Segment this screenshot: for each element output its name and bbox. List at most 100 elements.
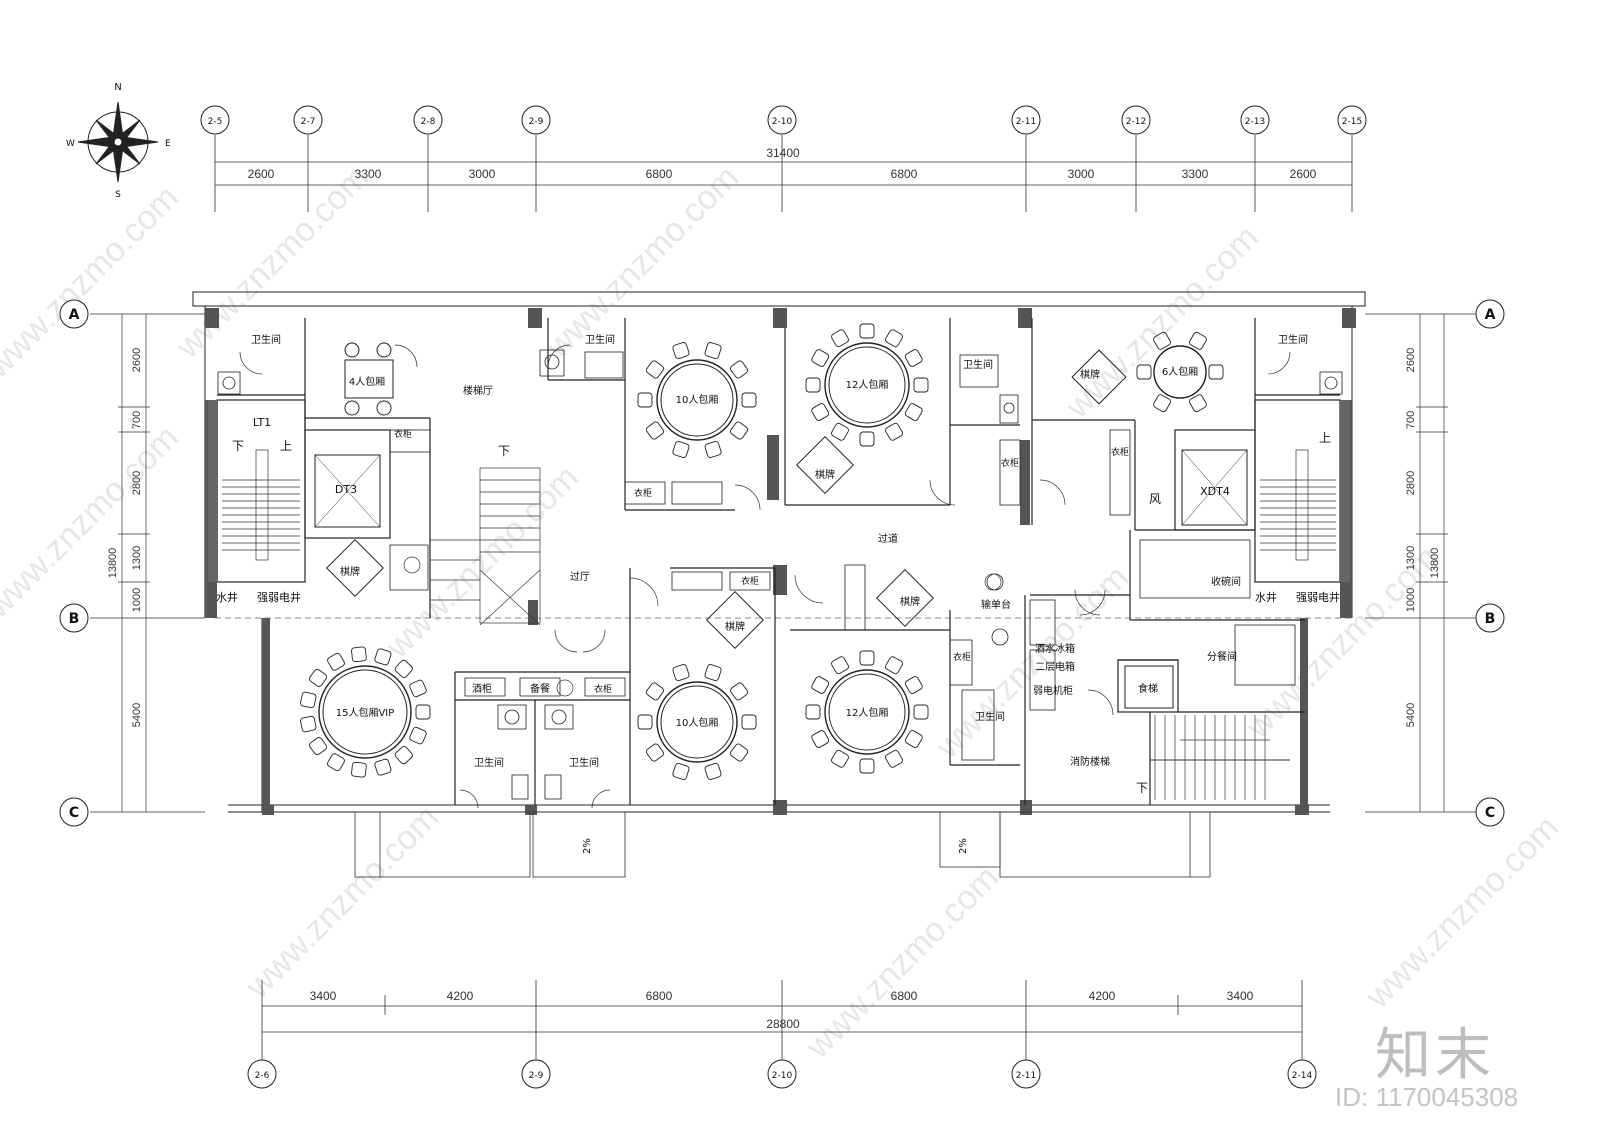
chair (1153, 394, 1171, 413)
chair (730, 360, 749, 379)
fixture-label-wine-cabinet: 酒柜 (472, 682, 492, 695)
chair (394, 746, 413, 765)
compass-n-label: N (114, 82, 121, 93)
axis-label: 2-11 (1016, 117, 1036, 127)
chair (885, 422, 903, 441)
chair (811, 349, 830, 367)
slope-label: 2% (958, 838, 969, 854)
row-axis-label: B (1485, 611, 1496, 627)
dimension-value: 3300 (1182, 167, 1209, 181)
bottom-axis-bubbles (247, 1059, 1317, 1089)
axis-label: 2-13 (1245, 117, 1265, 127)
row-axis-label: C (1485, 805, 1495, 821)
dimension-value: 6800 (891, 989, 918, 1003)
chair (1153, 331, 1171, 350)
dimension-value: 2600 (1290, 167, 1317, 181)
left-dimension: 1000 (131, 588, 143, 612)
chair (904, 349, 923, 367)
watermark: www.znzmo.com (0, 178, 186, 386)
dimension-value: 3400 (310, 989, 337, 1003)
chair (741, 714, 757, 730)
chair (351, 646, 367, 663)
area-label-order-desk: 输单台 (981, 598, 1011, 611)
left-dimension: 5400 (131, 703, 143, 727)
right-dimension: 2800 (1405, 471, 1417, 495)
chair (409, 726, 427, 745)
room-label-12-person: 12人包厢 (846, 378, 889, 391)
room-label-wc: 卫生间 (975, 710, 1005, 723)
chair (645, 421, 664, 440)
watermark: www.znzmo.com (378, 458, 586, 666)
chair (672, 762, 690, 780)
dimension-value: 4200 (1089, 989, 1116, 1003)
axis-label: 2-10 (772, 117, 793, 127)
chair (704, 342, 722, 360)
table-10-north (656, 359, 738, 441)
top-dimension-lines (214, 135, 1353, 212)
shaft-label-water: 水井 (216, 590, 238, 604)
axis-label: 2-15 (1342, 117, 1362, 127)
stair-label-down: 下 (232, 439, 244, 453)
dimension-value: 3000 (469, 167, 496, 181)
right-dimension: 700 (1405, 411, 1417, 429)
room-label-wc: 卫生间 (251, 333, 281, 346)
shaft-label-water: 水井 (1255, 590, 1277, 604)
watermark: www.znzmo.com (0, 418, 186, 626)
dining-chairs (300, 323, 1224, 780)
compass-e-label: E (165, 139, 171, 149)
slope-label: 2% (582, 838, 593, 854)
right-dimension-total: 13800 (1429, 548, 1441, 579)
row-axis-lines (90, 313, 1476, 813)
lift-label-lt1: LT1 (253, 416, 271, 429)
chair (1189, 331, 1207, 350)
compass-w-label: W (66, 139, 75, 149)
watermark: www.znzmo.com (798, 858, 1006, 1066)
room-label-serving: 分餐间 (1207, 650, 1237, 663)
chair (344, 400, 360, 416)
left-dimension: 2800 (131, 471, 143, 495)
chair (904, 403, 923, 421)
stair-label-up: 上 (1319, 431, 1331, 445)
chair (704, 762, 722, 780)
chair (351, 761, 367, 778)
bottom-dimension-lines (261, 980, 1303, 1065)
room-label-wc: 卫生间 (963, 358, 993, 371)
room-label-dish-return: 收碗间 (1211, 575, 1241, 588)
plants (403, 556, 1002, 697)
elevator-label-dt3: DT3 (335, 483, 357, 496)
axis-label: 2-10 (772, 1071, 793, 1081)
stair-lt1 (222, 449, 300, 561)
axis-label: 2-12 (1126, 117, 1146, 127)
dimension-value: 3300 (355, 167, 382, 181)
axis-label: 2-5 (208, 117, 223, 127)
chair (637, 714, 653, 730)
dimension-total: 31400 (766, 146, 800, 160)
room-label-mahjong: 棋牌 (815, 468, 835, 481)
chair (704, 664, 722, 682)
row-axis-label: A (69, 307, 80, 323)
room-label-wc: 卫生间 (1278, 333, 1308, 346)
fixture-label-prep: 备餐 (530, 682, 550, 695)
row-axis-label: C (69, 805, 79, 821)
compass-s-label: S (115, 190, 121, 200)
row-axis-label: B (69, 611, 80, 627)
right-dimension: 1000 (1405, 588, 1417, 612)
wardrobe-label: 衣柜 (953, 651, 971, 663)
room-label-6-person: 6人包厢 (1162, 365, 1198, 378)
chair (811, 730, 830, 748)
chair (859, 650, 875, 666)
left-dimension: 1300 (131, 546, 143, 570)
chair (300, 715, 317, 733)
table-15-vip (318, 665, 412, 759)
chair (1208, 364, 1224, 380)
chair (637, 392, 653, 408)
chair (645, 682, 664, 701)
left-dimension: 2600 (131, 348, 143, 372)
room-label-mahjong: 棋牌 (1080, 368, 1100, 381)
dimension-value: 6800 (891, 167, 918, 181)
chair (300, 691, 317, 709)
dimension-value: 2600 (248, 167, 275, 181)
room-label-15-person-vip: 15人包厢VIP (336, 706, 395, 719)
dimension-value: 6800 (646, 989, 673, 1003)
fixture-label-weak-current: 弱电机柜 (1033, 684, 1073, 697)
